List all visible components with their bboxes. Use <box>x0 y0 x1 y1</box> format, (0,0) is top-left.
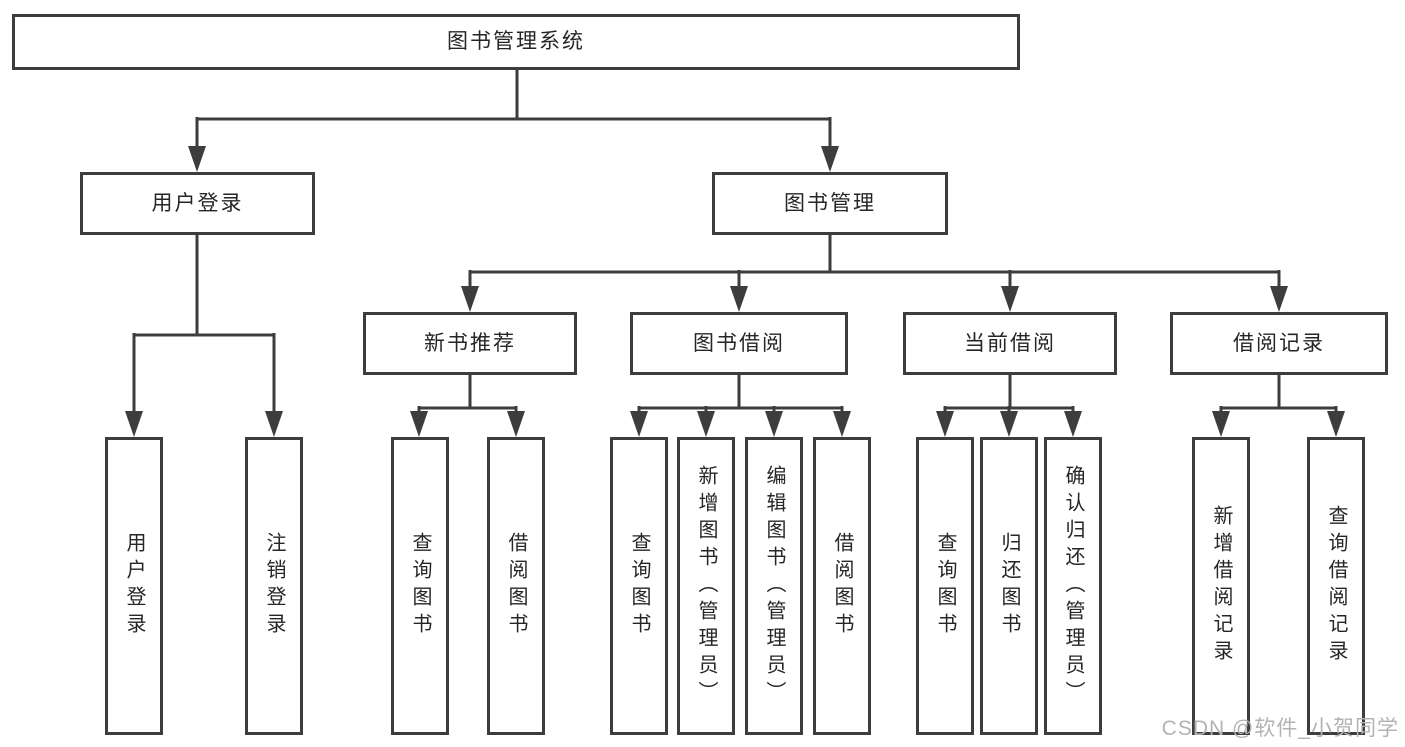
leaf-add-books-admin: 新增图书（管理员） <box>677 437 735 735</box>
leaf-return-books: 归还图书 <box>980 437 1038 735</box>
node-borrow-records: 借阅记录 <box>1170 312 1388 375</box>
leaf-borrow-books-recommend: 借阅图书 <box>487 437 545 735</box>
leaf-query-borrow-record: 查询借阅记录 <box>1307 437 1365 735</box>
node-user-login-branch: 用户登录 <box>80 172 315 235</box>
leaf-user-login: 用户登录 <box>105 437 163 735</box>
csdn-watermark: CSDN @软件_小贺同学 <box>1161 717 1399 740</box>
node-book-borrow: 图书借阅 <box>630 312 848 375</box>
leaf-confirm-return-admin: 确认归还（管理员） <box>1044 437 1102 735</box>
leaf-query-books-recommend: 查询图书 <box>391 437 449 735</box>
leaf-edit-books-admin: 编辑图书（管理员） <box>745 437 803 735</box>
node-book-management-branch: 图书管理 <box>712 172 948 235</box>
node-current-borrow: 当前借阅 <box>903 312 1117 375</box>
leaf-logout: 注销登录 <box>245 437 303 735</box>
leaf-borrow-books: 借阅图书 <box>813 437 871 735</box>
leaf-query-books-current: 查询图书 <box>916 437 974 735</box>
leaf-query-books-borrow: 查询图书 <box>610 437 668 735</box>
node-root-system: 图书管理系统 <box>12 14 1020 70</box>
leaf-add-borrow-record: 新增借阅记录 <box>1192 437 1250 735</box>
node-new-book-recommend: 新书推荐 <box>363 312 577 375</box>
